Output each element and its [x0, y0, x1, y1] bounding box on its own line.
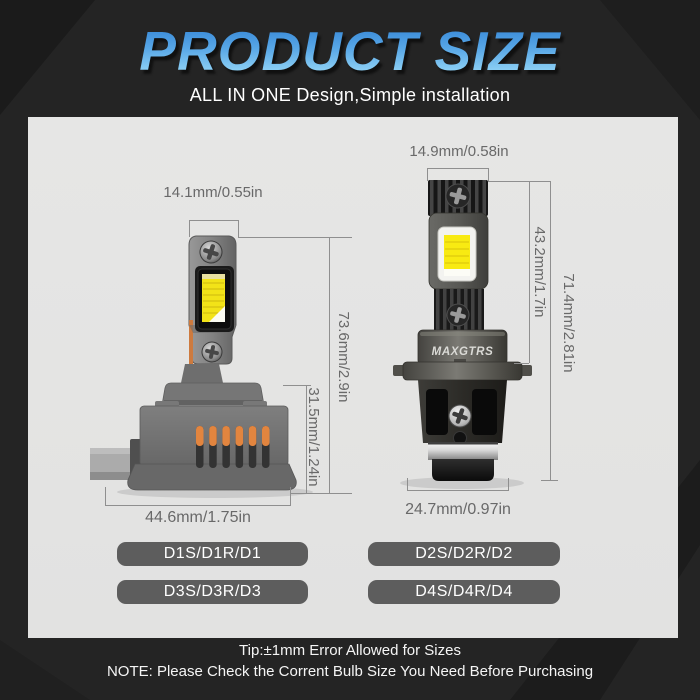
dim-left-height-total: 73.6mm/2.9in	[335, 311, 352, 403]
dim-left-height-base: 31.5mm/1.24in	[305, 387, 322, 487]
black-tip	[432, 459, 494, 481]
dim-line	[407, 490, 508, 491]
dim-line	[541, 480, 558, 481]
badge-d2: D2S/D2R/D2	[368, 542, 560, 566]
dim-right-width-top: 14.9mm/0.58in	[409, 143, 509, 160]
dim-line	[427, 168, 428, 181]
left-bulb-illustration	[90, 235, 313, 498]
dim-line	[105, 505, 291, 506]
dim-line	[105, 487, 106, 506]
badge-d3: D3S/D3R/D3	[117, 580, 308, 604]
chrome-ring	[428, 442, 498, 460]
page-subtitle: ALL IN ONE Design,Simple installation	[189, 85, 511, 105]
badge-d4: D4S/D4R/D4	[368, 580, 560, 604]
tip-text: Tip:±1mm Error Allowed for Sizes	[239, 642, 461, 659]
dim-line	[329, 237, 330, 493]
dim-line	[290, 487, 291, 506]
mounting-flange	[393, 359, 532, 381]
dim-line	[407, 478, 408, 491]
dim-line	[488, 168, 489, 181]
bulb-shadow	[400, 477, 524, 489]
base-collar	[161, 364, 265, 406]
dim-left-width-base: 44.6mm/1.75in	[145, 509, 251, 526]
dim-left-width-top: 14.1mm/0.55in	[163, 184, 263, 201]
screw-middle	[446, 303, 470, 327]
dim-line	[283, 385, 311, 386]
note-text: NOTE: Please Check the Corrent Bulb Size…	[106, 663, 594, 680]
dim-right-height-total: 71.4mm/2.81in	[560, 273, 577, 373]
dim-line	[508, 478, 509, 491]
branded-cylinder: MAXGTRS	[417, 329, 508, 366]
dim-right-width-base: 24.7mm/0.97in	[405, 501, 511, 518]
orange-wire-strip	[189, 320, 193, 364]
badge-d1: D1S/D1R/D1	[117, 542, 308, 566]
led-chip	[202, 274, 225, 322]
dim-line	[238, 220, 239, 237]
screw-top	[199, 240, 223, 264]
dim-line	[306, 385, 307, 493]
bulb-base	[418, 380, 507, 445]
screw-base	[448, 404, 472, 428]
dim-right-height-upper: 43.2mm/1.7in	[531, 226, 548, 318]
dim-line	[290, 493, 352, 494]
screw-middle	[201, 341, 223, 363]
dim-line	[189, 220, 238, 221]
dim-line	[488, 181, 550, 182]
led-window	[195, 266, 234, 332]
dim-line	[550, 181, 551, 481]
pin-slots	[196, 426, 270, 468]
dim-line	[427, 168, 488, 169]
dim-line	[238, 237, 352, 238]
right-bulb-illustration: MAXGTRS	[393, 180, 532, 489]
driver-body	[127, 401, 297, 491]
dim-line	[189, 220, 190, 237]
brand-label: MAXGTRS	[432, 346, 494, 358]
dim-line	[529, 181, 530, 363]
page-title: PRODUCT SIZE	[0, 20, 700, 82]
led-block	[428, 212, 489, 290]
led-chip	[444, 235, 470, 276]
screw-top	[445, 183, 471, 209]
dim-line	[514, 363, 529, 364]
